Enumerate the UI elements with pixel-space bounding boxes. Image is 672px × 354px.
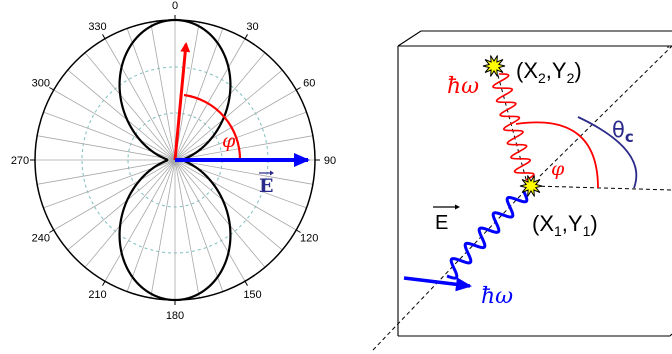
- polar-spoke: [174, 159, 283, 251]
- polar-tick-label: 30: [246, 21, 258, 33]
- polar-spoke: [174, 159, 266, 268]
- polar-spoke: [84, 52, 176, 161]
- polar-spoke: [53, 159, 176, 231]
- phi-angle-arc-scene: [515, 121, 599, 189]
- polar-spoke: [174, 28, 224, 161]
- phi-label: φ: [222, 130, 236, 152]
- polar-spoke: [126, 28, 176, 161]
- polar-tick-mark: [102, 280, 106, 286]
- polar-tick-mark: [244, 34, 248, 40]
- x1-y1-label: (X1,Y1): [532, 211, 598, 239]
- absorption-star: [519, 175, 543, 197]
- polar-spoke: [150, 159, 176, 298]
- e-field-label-scene-text: E: [435, 212, 448, 234]
- e-field-label: E: [259, 170, 274, 197]
- polar-tick-label: 120: [300, 233, 318, 245]
- polar-spoke: [174, 159, 200, 298]
- emitted-photon-wave: [492, 73, 535, 181]
- emitted-hbar-omega-label: ħω: [447, 74, 479, 99]
- polar-spoke: [53, 89, 176, 161]
- incident-hbar-omega-label: ħω: [481, 284, 513, 309]
- polar-tick-label: 60: [303, 78, 315, 90]
- polar-tick-label: 210: [88, 289, 106, 301]
- polar-tick-label: 240: [32, 233, 50, 245]
- polar-spoke: [37, 159, 176, 185]
- polar-spoke: [67, 69, 176, 161]
- polar-spoke: [84, 159, 176, 268]
- phi-label-scene: φ: [551, 158, 565, 180]
- emission-direction-arrow: [173, 42, 191, 161]
- polar-tick-label: 180: [166, 310, 184, 322]
- polar-spoke: [67, 159, 176, 251]
- polar-tick-mark: [49, 229, 55, 233]
- polar-spoke: [174, 135, 313, 161]
- polar-spoke: [174, 38, 246, 161]
- dashed-guide-lines: [372, 45, 672, 351]
- polar-spoke: [37, 135, 176, 161]
- polar-spoke: [174, 159, 313, 185]
- polar-spoke: [104, 38, 176, 161]
- emission-pattern-curve: [118, 18, 232, 302]
- e-field-label-scene: E: [433, 204, 460, 234]
- polar-tick-label: 270: [11, 155, 29, 167]
- polar-spoke: [126, 159, 176, 292]
- polar-spoke: [174, 159, 246, 282]
- polar-spoke: [174, 159, 224, 292]
- polar-tick-label: 90: [324, 155, 336, 167]
- theta-c-label: θc: [612, 118, 634, 146]
- phi-angle-arc: [183, 93, 242, 161]
- polar-tick-mark: [102, 34, 106, 40]
- polar-spoke: [174, 69, 283, 161]
- polar-tick-labels: 0 30 60 90 120 150 180 210 240 270 300 330: [11, 0, 336, 322]
- polar-tick-mark: [49, 87, 55, 91]
- e-field-label-text: E: [259, 175, 273, 197]
- polar-tick-mark: [295, 87, 301, 91]
- polar-plot: 0 30 60 90 120 150 180 210 240 270 300 330 φ E: [11, 0, 336, 322]
- polar-tick-label: 330: [88, 21, 106, 33]
- sample-slab: [397, 30, 672, 337]
- polar-tick-label: 300: [32, 78, 50, 90]
- polar-spoke: [174, 52, 266, 161]
- emission-star-top: [482, 55, 506, 77]
- x2-y2-label: (X2,Y2): [516, 58, 582, 86]
- polar-tick-label: 150: [243, 289, 261, 301]
- polar-spoke: [174, 89, 297, 161]
- polar-spoke: [150, 22, 176, 161]
- polar-tick-mark: [244, 280, 248, 286]
- theta-c-angle-arc: [577, 116, 638, 189]
- polar-tick-label: 0: [172, 0, 178, 12]
- incident-photon-wave: [446, 191, 529, 280]
- polar-spoke: [174, 159, 297, 231]
- incident-photon-arrow: [403, 276, 472, 292]
- emission-scene: ħω (X2,Y2) (X1,Y1) φ θc E ħω: [372, 30, 672, 351]
- polar-spoke: [104, 159, 176, 282]
- polar-spoke: [174, 22, 200, 161]
- polar-tick-mark: [295, 229, 301, 233]
